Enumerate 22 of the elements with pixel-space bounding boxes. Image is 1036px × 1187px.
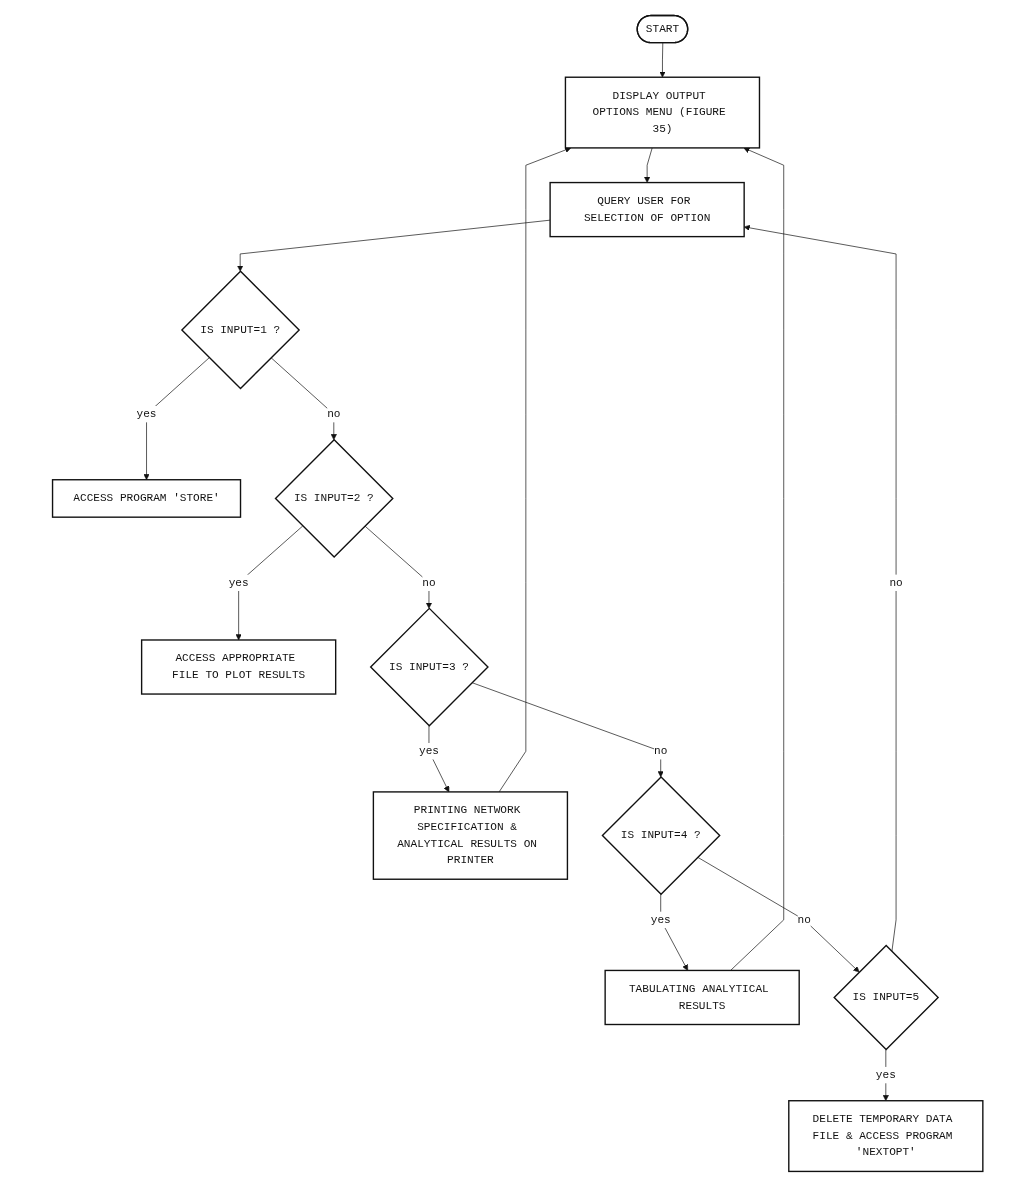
edge-label: yes — [419, 745, 440, 758]
edge-label: yes — [651, 913, 671, 927]
node-box: DISPLAY OUTPUT OPTIONS MENU (FIGURE 35) — [565, 76, 761, 149]
edge-label: no — [654, 745, 668, 758]
edge-label: yes — [136, 407, 157, 421]
node-diamond: IS INPUT=3 ? — [370, 607, 490, 727]
edge-label: yes — [228, 576, 249, 589]
node-diamond: IS INPUT=1 ? — [181, 270, 301, 390]
node-box: QUERY USER FOR SELECTION OF OPTION — [549, 181, 746, 238]
edge-label: no — [422, 576, 436, 589]
edge-label: yes — [876, 1068, 897, 1082]
edge-label: no — [327, 407, 341, 421]
node-box: PRINTING NETWORK SPECIFICATION & ANALYTICAL RESULTS ON PRINTER — [373, 791, 569, 880]
node-box: ACCESS PROGRAM 'STORE' — [52, 479, 242, 518]
node-box: ACCESS APPROPRIATE FILE TO PLOT RESULTS — [141, 639, 337, 695]
edge-label: no — [797, 913, 812, 927]
node-box: TABULATING ANALYTICAL RESULTS — [604, 969, 801, 1026]
node-diamond: IS INPUT=4 ? — [601, 775, 721, 896]
node-box: DELETE TEMPORARY DATA FILE & ACCESS PROGRAM 'NEXTOPT' — [788, 1100, 984, 1173]
node-diamond: IS INPUT=5 — [833, 944, 940, 1051]
edge-label: no — [889, 576, 904, 589]
node-diamond: IS INPUT=2 ? — [274, 438, 395, 559]
